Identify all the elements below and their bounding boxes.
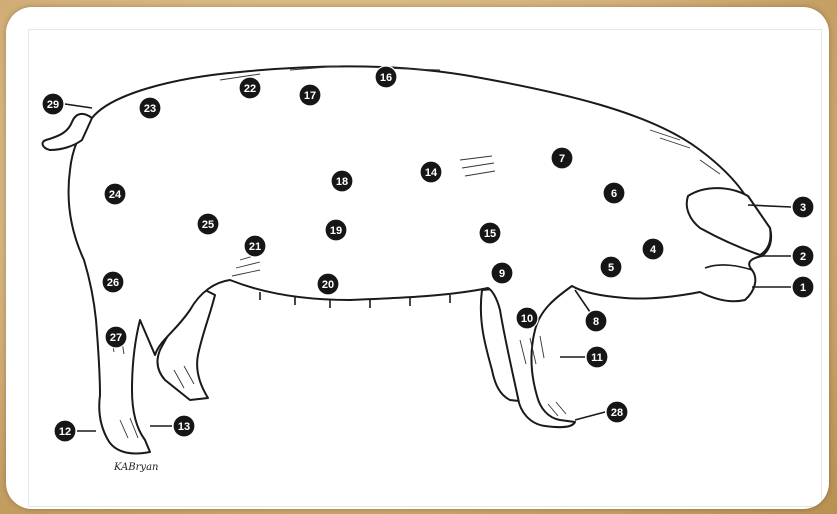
marker-4: 4: [642, 238, 664, 260]
marker-label: 7: [559, 153, 565, 165]
marker-3: 3: [792, 196, 814, 218]
marker-label: 12: [59, 426, 71, 438]
artist-signature: KABryan: [113, 462, 158, 473]
marker-label: 25: [202, 219, 214, 231]
marker-2: 2: [792, 245, 814, 267]
marker-label: 15: [484, 228, 496, 240]
marker-label: 3: [800, 202, 806, 214]
marker-label: 13: [178, 421, 190, 433]
marker-14: 14: [420, 161, 442, 183]
marker-10: 10: [516, 307, 538, 329]
marker-9: 9: [491, 262, 513, 284]
marker-26: 26: [102, 271, 124, 293]
marker-label: 27: [110, 332, 122, 344]
marker-label: 16: [380, 72, 392, 84]
marker-13: 13: [173, 415, 195, 437]
marker-label: 22: [244, 83, 256, 95]
marker-label: 5: [608, 262, 614, 274]
marker-label: 28: [611, 407, 623, 419]
marker-1: 1: [792, 276, 814, 298]
marker-20: 20: [317, 273, 339, 295]
marker-label: 23: [144, 103, 156, 115]
marker-6: 6: [603, 182, 625, 204]
marker-label: 18: [336, 176, 348, 188]
marker-label: 29: [47, 99, 59, 111]
marker-label: 4: [650, 244, 657, 256]
marker-22: 22: [239, 77, 261, 99]
marker-label: 6: [611, 188, 617, 200]
marker-label: 8: [593, 316, 599, 328]
marker-21: 21: [244, 235, 266, 257]
marker-label: 2: [800, 251, 806, 263]
marker-label: 1: [800, 282, 806, 294]
marker-27: 27: [105, 326, 127, 348]
marker-15: 15: [479, 222, 501, 244]
pig-body: [69, 66, 772, 453]
marker-19: 19: [325, 219, 347, 241]
marker-label: 17: [304, 90, 316, 102]
marker-24: 24: [104, 183, 126, 205]
marker-label: 11: [591, 352, 603, 364]
marker-label: 10: [521, 313, 533, 325]
marker-12: 12: [54, 420, 76, 442]
marker-label: 19: [330, 225, 342, 237]
marker-label: 9: [499, 268, 505, 280]
marker-11: 11: [586, 346, 608, 368]
marker-label: 21: [249, 241, 261, 253]
marker-18: 18: [331, 170, 353, 192]
marker-7: 7: [551, 147, 573, 169]
marker-label: 26: [107, 277, 119, 289]
marker-29: 29: [42, 93, 64, 115]
marker-8: 8: [585, 310, 607, 332]
marker-17: 17: [299, 84, 321, 106]
marker-25: 25: [197, 213, 219, 235]
marker-28: 28: [606, 401, 628, 423]
marker-label: 14: [425, 167, 438, 179]
marker-23: 23: [139, 97, 161, 119]
marker-label: 24: [109, 189, 122, 201]
marker-label: 20: [322, 279, 334, 291]
marker-5: 5: [600, 256, 622, 278]
marker-16: 16: [375, 66, 397, 88]
